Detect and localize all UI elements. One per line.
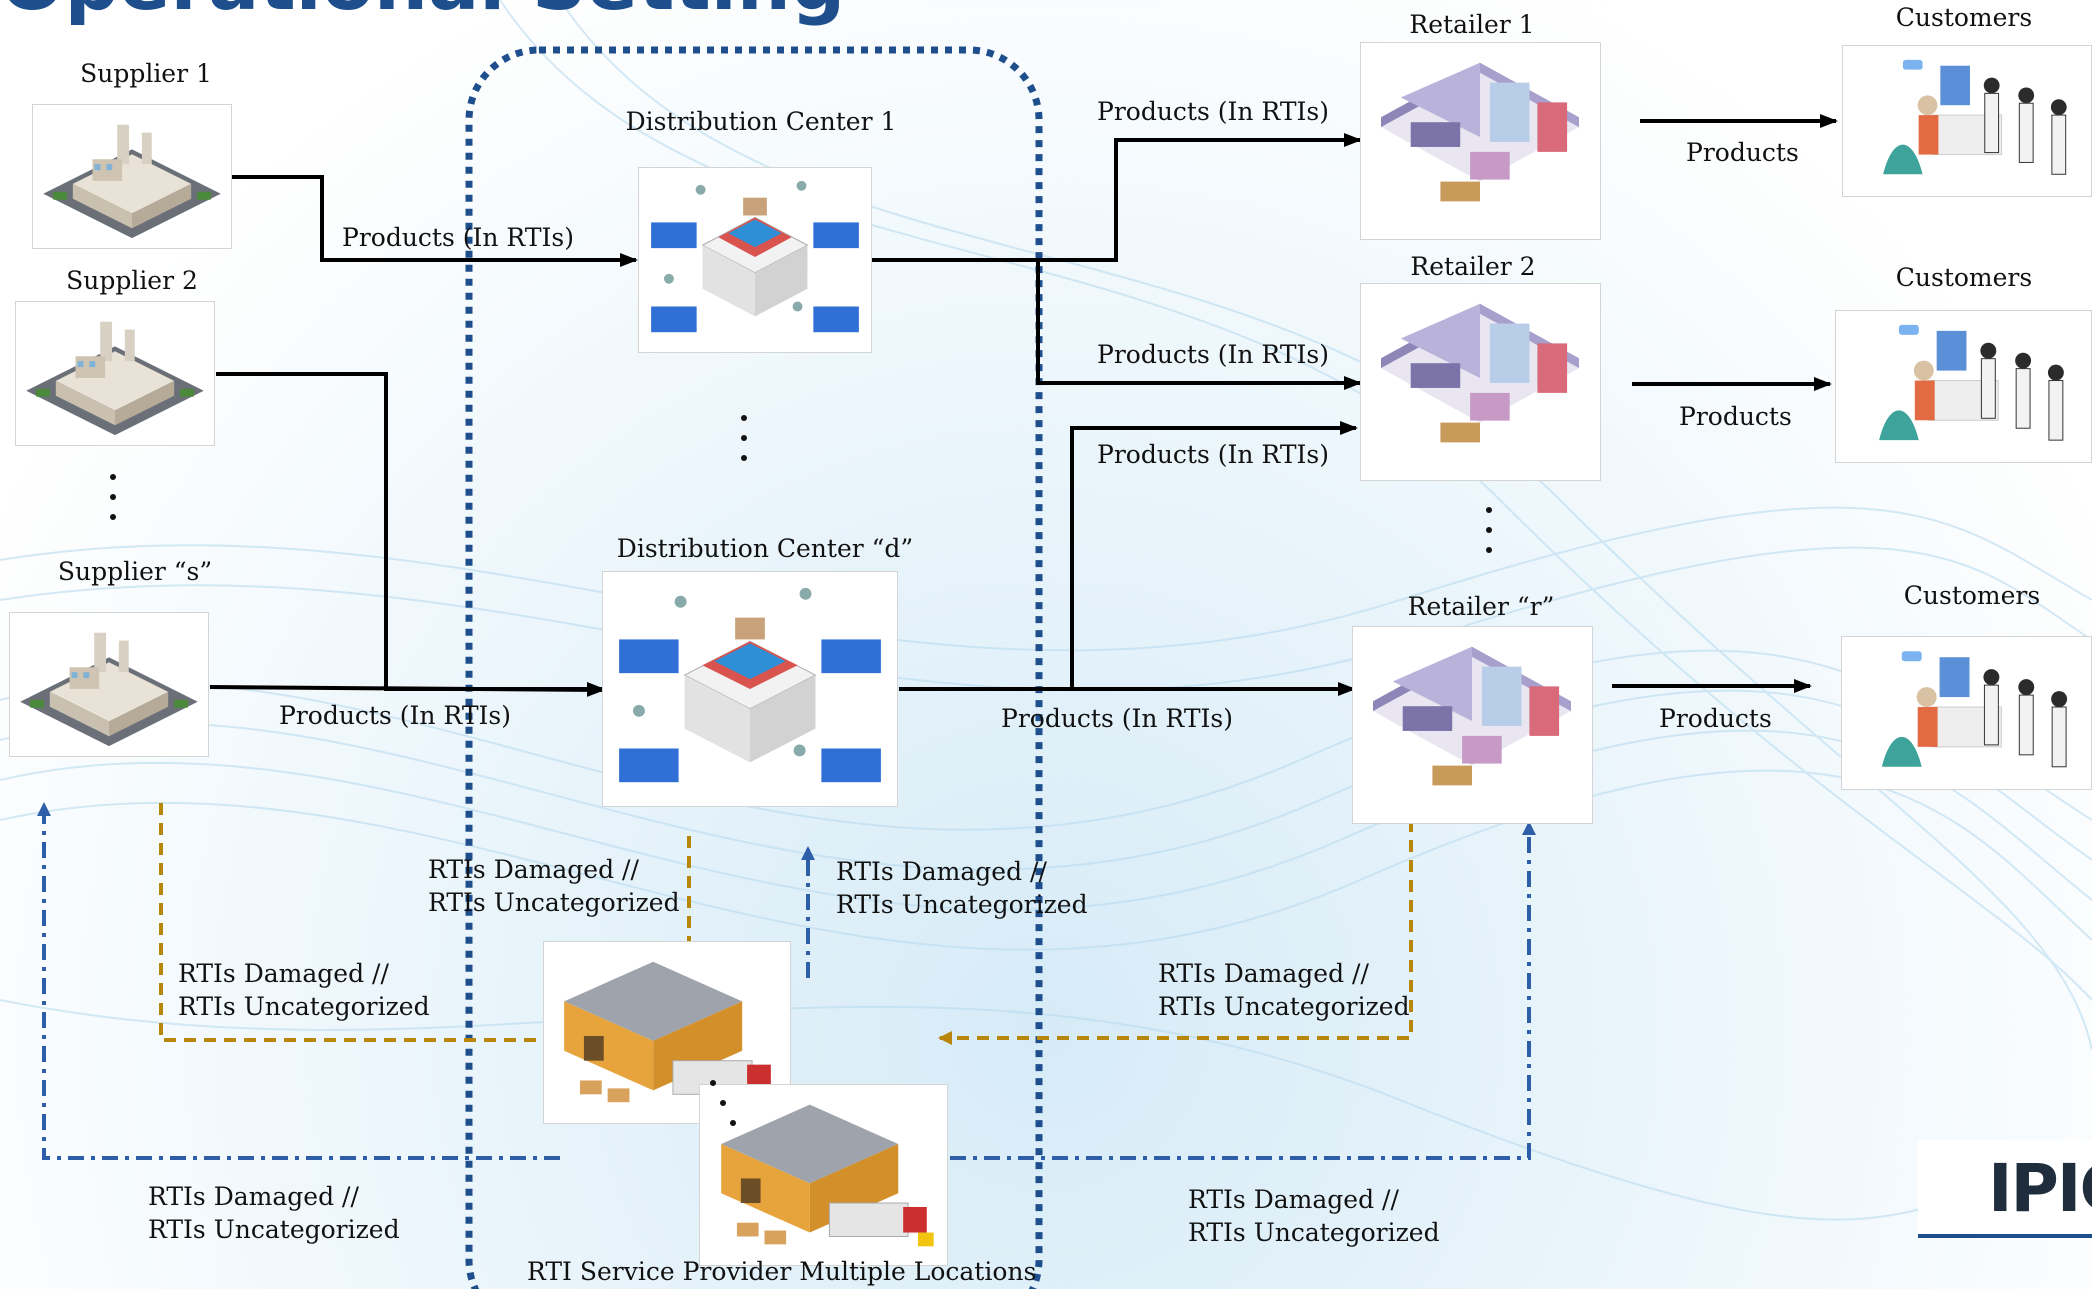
provider-ellipsis [710, 1080, 736, 1140]
dc-d-label: Distribution Center “d” [616, 534, 914, 563]
flow-label-ss-dcd: Products (In RTIs) [279, 701, 511, 730]
flow-ss-dcd [209, 682, 605, 697]
return-label-suppliers-blue: RTIs Damaged // RTIs Uncategorized [148, 1180, 400, 1246]
retailer-r-label: Retailer “r” [1407, 592, 1555, 621]
retailers-ellipsis [1486, 507, 1494, 567]
customers-2-label: Customers [1895, 263, 2033, 292]
dc-1-hub [638, 167, 872, 353]
supplier-s-label: Supplier “s” [57, 557, 213, 586]
flow-label-dc1-r2: Products (In RTIs) [1097, 340, 1329, 369]
blue-to-suppliers [37, 802, 560, 1160]
factory-icon [20, 632, 198, 747]
dc-1-label: Distribution Center 1 [625, 107, 897, 136]
store-icon [1381, 62, 1579, 202]
return-line-damaged: RTIs Damaged // [428, 855, 639, 884]
customers-1-label: Customers [1895, 3, 2033, 32]
dc-d-hub [602, 571, 898, 807]
return-line-damaged: RTIs Damaged // [1158, 959, 1369, 988]
warehouse-icon [721, 1104, 934, 1247]
flow-dc1-r1 [872, 133, 1362, 262]
factory-icon [43, 124, 221, 239]
flow-s1-dc1 [232, 175, 638, 267]
flow-label-dcd-rr: Products (In RTIs) [1001, 704, 1233, 733]
customers-icon [1879, 324, 2064, 441]
return-line-uncategorized: RTIs Uncategorized [1188, 1218, 1440, 1247]
retailer-r-store [1352, 626, 1593, 824]
factory-icon [26, 321, 204, 436]
flow-label-dcd-r2: Products (In RTIs) [1097, 440, 1329, 469]
customers-1-group [1842, 45, 2092, 197]
return-line-uncategorized: RTIs Uncategorized [178, 992, 430, 1021]
return-retailers-to-provider [938, 820, 1413, 1045]
return-label-retailers-blue: RTIs Damaged // RTIs Uncategorized [1188, 1183, 1440, 1249]
flow-dc1-r2 [1036, 260, 1362, 390]
return-line-uncategorized: RTIs Uncategorized [428, 888, 680, 917]
page-heading: Operational Setting [0, 0, 845, 27]
return-label-dc-right: RTIs Damaged // RTIs Uncategorized [836, 855, 1088, 921]
retailer-2-store [1360, 283, 1601, 481]
provider-warehouse-2 [699, 1084, 948, 1266]
return-line-uncategorized: RTIs Uncategorized [836, 890, 1088, 919]
flow-label-r1-c1: Products [1686, 138, 1799, 167]
store-icon [1381, 303, 1579, 443]
retailer-2-label: Retailer 2 [1410, 252, 1536, 281]
return-line-uncategorized: RTIs Uncategorized [1158, 992, 1410, 1021]
return-line-damaged: RTIs Damaged // [178, 959, 389, 988]
flow-label-r2-c2: Products [1679, 402, 1792, 431]
flow-label-s1-dc1: Products (In RTIs) [342, 223, 574, 252]
supplier-2-factory [15, 301, 215, 446]
return-line-damaged: RTIs Damaged // [1188, 1185, 1399, 1214]
customers-3-group [1841, 636, 2092, 790]
flow-label-dc1-r1: Products (In RTIs) [1097, 97, 1329, 126]
return-suppliers-to-provider [159, 803, 570, 1047]
customers-icon [1881, 651, 2068, 768]
return-label-retailers-gold: RTIs Damaged // RTIs Uncategorized [1158, 957, 1410, 1023]
customers-icon [1883, 59, 2067, 175]
blue-to-retailers [950, 821, 1536, 1160]
supplier-1-factory [32, 104, 232, 249]
supplier-s-factory [9, 612, 209, 757]
ipic-logo: IPIC [1918, 1140, 2092, 1238]
supplier-2-label: Supplier 2 [66, 266, 198, 295]
return-line-uncategorized: RTIs Uncategorized [148, 1215, 400, 1244]
flow-s2-dcd [216, 372, 605, 696]
flow-label-rr-c3: Products [1659, 704, 1772, 733]
warehouse-icon [564, 961, 778, 1105]
dc-ellipsis [741, 415, 749, 475]
flow-dcd-r2 [1070, 421, 1358, 688]
customers-3-label: Customers [1903, 581, 2041, 610]
distribution-hub-icon [651, 180, 859, 333]
return-label-suppliers-gold: RTIs Damaged // RTIs Uncategorized [178, 957, 430, 1023]
return-line-damaged: RTIs Damaged // [148, 1182, 359, 1211]
store-icon [1373, 646, 1571, 786]
provider-label: RTI Service Provider Multiple Locations [527, 1257, 1037, 1286]
customers-2-group [1835, 310, 2092, 463]
return-line-damaged: RTIs Damaged // [836, 857, 1047, 886]
distribution-hub-icon [619, 587, 881, 783]
retailer-1-store [1360, 42, 1601, 240]
retailer-1-label: Retailer 1 [1409, 10, 1535, 39]
suppliers-ellipsis [110, 474, 118, 534]
return-label-dc-left: RTIs Damaged // RTIs Uncategorized [428, 853, 680, 919]
supplier-1-label: Supplier 1 [80, 59, 212, 88]
